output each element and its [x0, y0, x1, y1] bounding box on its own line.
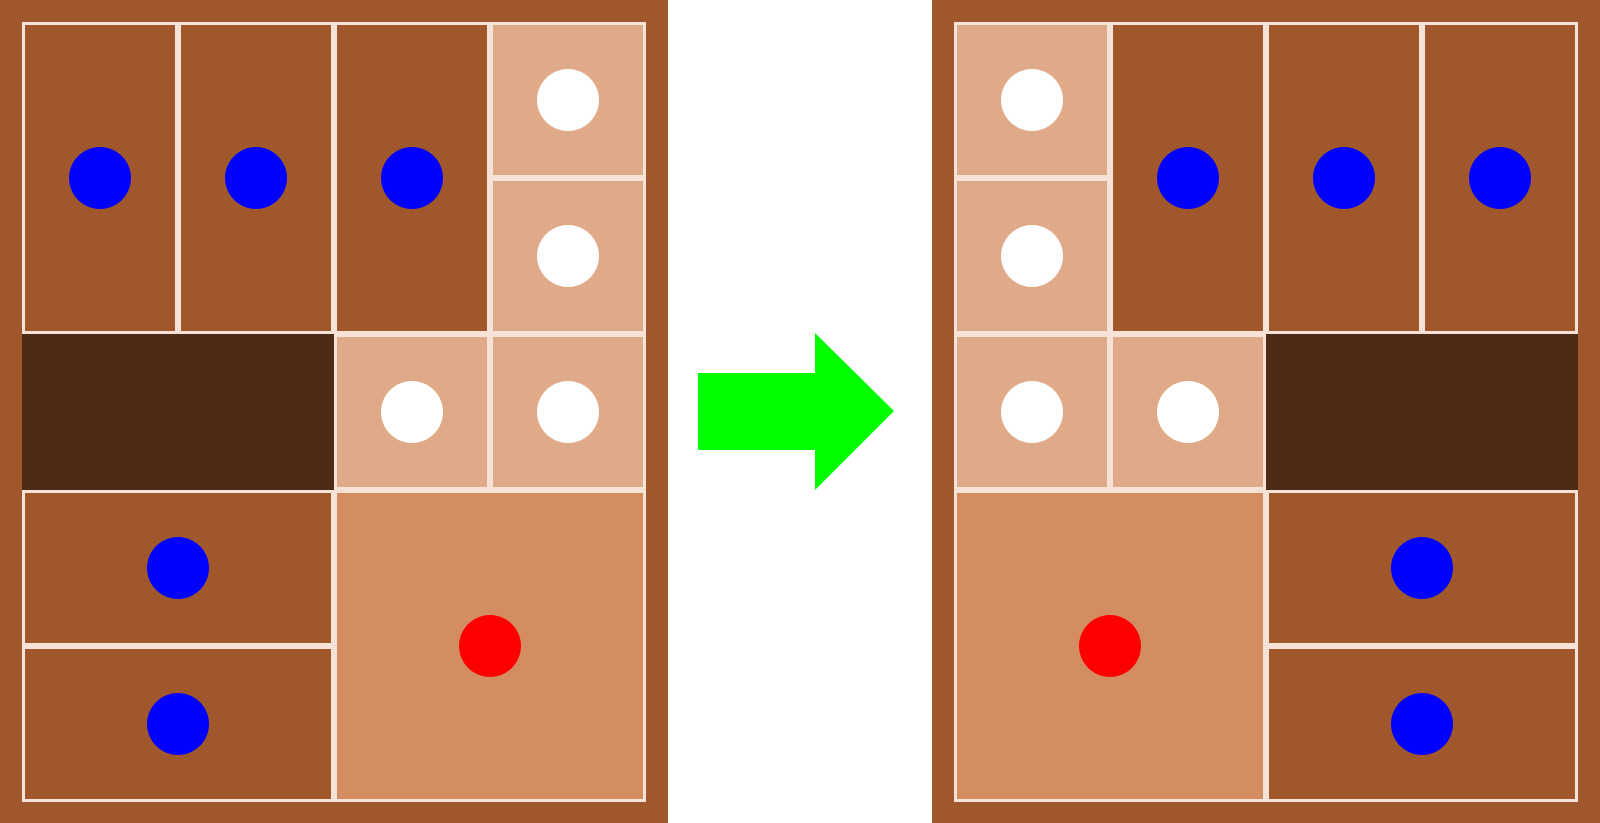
white-piece [537, 69, 599, 131]
red-piece [1079, 615, 1141, 677]
blue-piece [1157, 147, 1219, 209]
small-block[interactable] [957, 25, 1107, 175]
blue-piece [381, 147, 443, 209]
small-block[interactable] [493, 25, 643, 175]
tall-block[interactable] [1425, 25, 1575, 331]
blue-piece [1391, 693, 1453, 755]
wide-block[interactable] [25, 493, 331, 643]
tall-block[interactable] [1113, 25, 1263, 331]
small-block[interactable] [493, 337, 643, 487]
blue-piece [1313, 147, 1375, 209]
blue-piece [147, 537, 209, 599]
blue-piece [147, 693, 209, 755]
red-piece [459, 615, 521, 677]
blue-piece [1391, 537, 1453, 599]
white-piece [1001, 225, 1063, 287]
board-grid [954, 22, 1578, 802]
small-block[interactable] [957, 181, 1107, 331]
white-piece [537, 225, 599, 287]
small-block[interactable] [493, 181, 643, 331]
tall-block[interactable] [1269, 25, 1419, 331]
wide-block[interactable] [1269, 493, 1575, 643]
white-piece [1001, 381, 1063, 443]
empty-slot [22, 334, 334, 490]
white-piece [1001, 69, 1063, 131]
board-grid [22, 22, 646, 802]
right-arrow-icon [698, 333, 894, 490]
board-after [932, 0, 1600, 823]
white-piece [1157, 381, 1219, 443]
blue-piece [69, 147, 131, 209]
board-before [0, 0, 668, 823]
tall-block[interactable] [25, 25, 175, 331]
big-block[interactable] [337, 493, 643, 799]
big-block[interactable] [957, 493, 1263, 799]
wide-block[interactable] [1269, 649, 1575, 799]
white-piece [537, 381, 599, 443]
white-piece [381, 381, 443, 443]
blue-piece [1469, 147, 1531, 209]
tall-block[interactable] [337, 25, 487, 331]
wide-block[interactable] [25, 649, 331, 799]
blue-piece [225, 147, 287, 209]
small-block[interactable] [1113, 337, 1263, 487]
small-block[interactable] [957, 337, 1107, 487]
empty-slot [1266, 334, 1578, 490]
small-block[interactable] [337, 337, 487, 487]
tall-block[interactable] [181, 25, 331, 331]
